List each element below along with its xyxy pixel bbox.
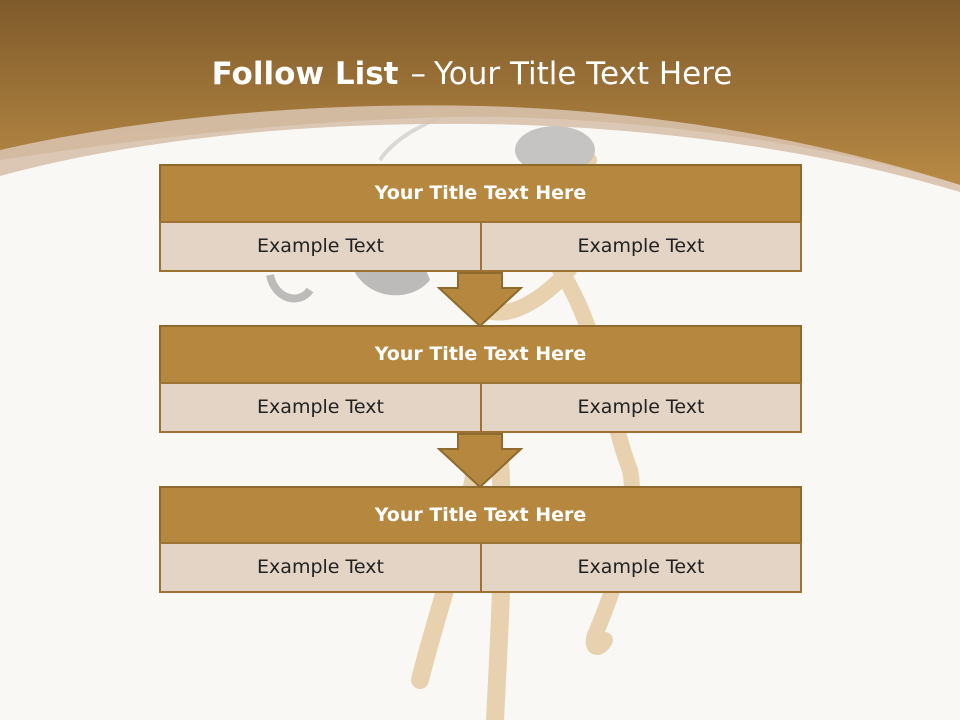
step-3: Your Title Text Here Example Text Exampl…: [159, 486, 802, 593]
step-1-title: Your Title Text Here: [159, 164, 802, 223]
step-1: Your Title Text Here Example Text Exampl…: [159, 164, 802, 272]
slide-title-rest: Your Title Text Here: [433, 56, 733, 92]
step-2: Your Title Text Here Example Text Exampl…: [159, 325, 802, 433]
step-1-cell-right: Example Text: [480, 221, 802, 272]
step-3-cell-left: Example Text: [159, 542, 482, 593]
step-2-cell-right: Example Text: [480, 382, 802, 433]
header-band: [0, 0, 960, 192]
down-arrow-icon: [437, 272, 523, 328]
slide-title: Follow List–Your Title Text Here: [0, 52, 944, 96]
step-2-title: Your Title Text Here: [159, 325, 802, 384]
step-3-cell-right: Example Text: [480, 542, 802, 593]
step-1-cell-left: Example Text: [159, 221, 482, 272]
slide-title-dash: –: [410, 56, 426, 92]
slide-title-bold: Follow List: [211, 56, 399, 92]
down-arrow-icon: [437, 433, 523, 489]
step-3-title: Your Title Text Here: [159, 486, 802, 544]
step-2-cell-left: Example Text: [159, 382, 482, 433]
